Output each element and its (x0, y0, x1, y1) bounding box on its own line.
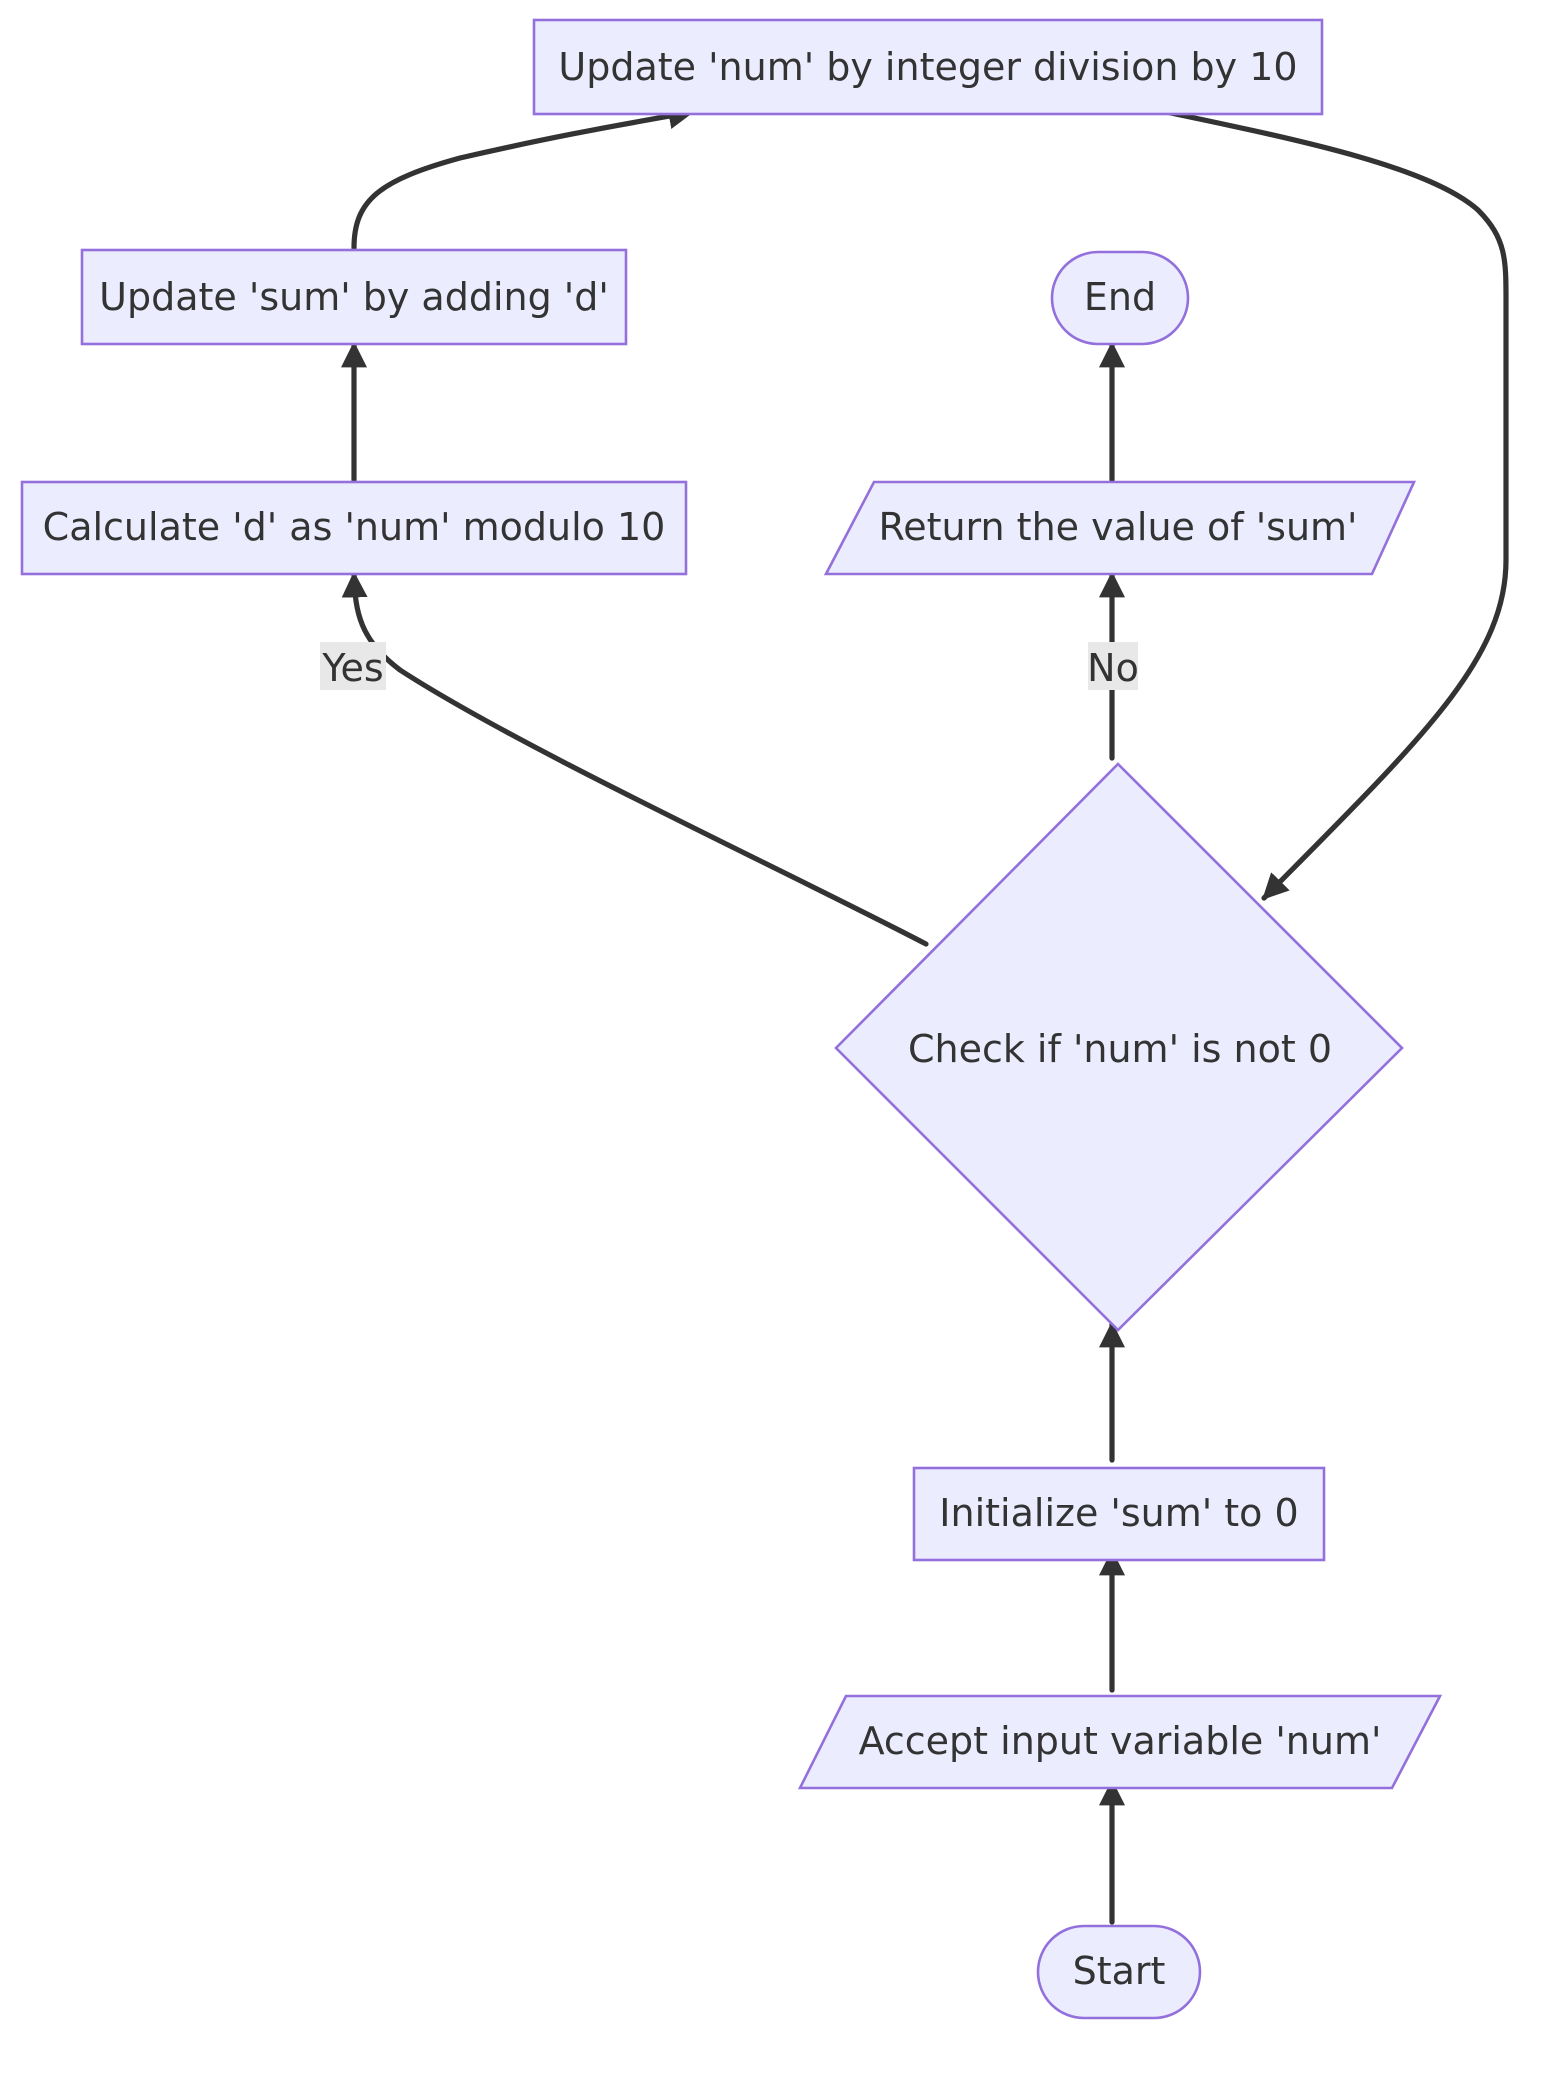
node-end-label: End (1084, 275, 1156, 319)
node-update-num: Update 'num' by integer division by 10 (532, 18, 1324, 116)
node-update-num-label: Update 'num' by integer division by 10 (558, 45, 1297, 89)
node-check-num: Check if 'num' is not 0 (834, 762, 1404, 1332)
no-label-bg (1088, 642, 1138, 690)
no-label: No (1087, 646, 1139, 690)
edge-check-to-calc (341, 571, 929, 947)
node-return-sum: Return the value of 'sum' (823, 480, 1417, 576)
node-update-sum-label: Update 'sum' by adding 'd' (99, 275, 609, 319)
node-start: Start (1036, 1924, 1202, 2020)
edges (341, 103, 1509, 1925)
node-start-label: Start (1073, 1949, 1166, 1993)
node-update-sum: Update 'sum' by adding 'd' (80, 248, 628, 346)
node-calc-d-label: Calculate 'd' as 'num' modulo 10 (43, 505, 666, 549)
node-calc-d: Calculate 'd' as 'num' modulo 10 (20, 480, 688, 576)
node-accept-input-label: Accept input variable 'num' (859, 1719, 1382, 1763)
node-init-sum: Initialize 'sum' to 0 (912, 1466, 1326, 1562)
edge-update-sum-to-update-num (351, 103, 695, 251)
yes-label: Yes (321, 646, 383, 690)
yes-label-bg (320, 642, 386, 690)
node-end: End (1050, 250, 1190, 346)
node-accept-input: Accept input variable 'num' (797, 1694, 1443, 1790)
edge-labels: Yes No (320, 642, 1139, 690)
edge-update-num-to-check (1163, 109, 1509, 901)
node-check-num-label: Check if 'num' is not 0 (908, 1027, 1332, 1071)
node-return-sum-label: Return the value of 'sum' (879, 505, 1358, 549)
nodes: Update 'num' by integer division by 10 U… (20, 18, 1443, 2020)
node-init-sum-label: Initialize 'sum' to 0 (939, 1491, 1298, 1535)
